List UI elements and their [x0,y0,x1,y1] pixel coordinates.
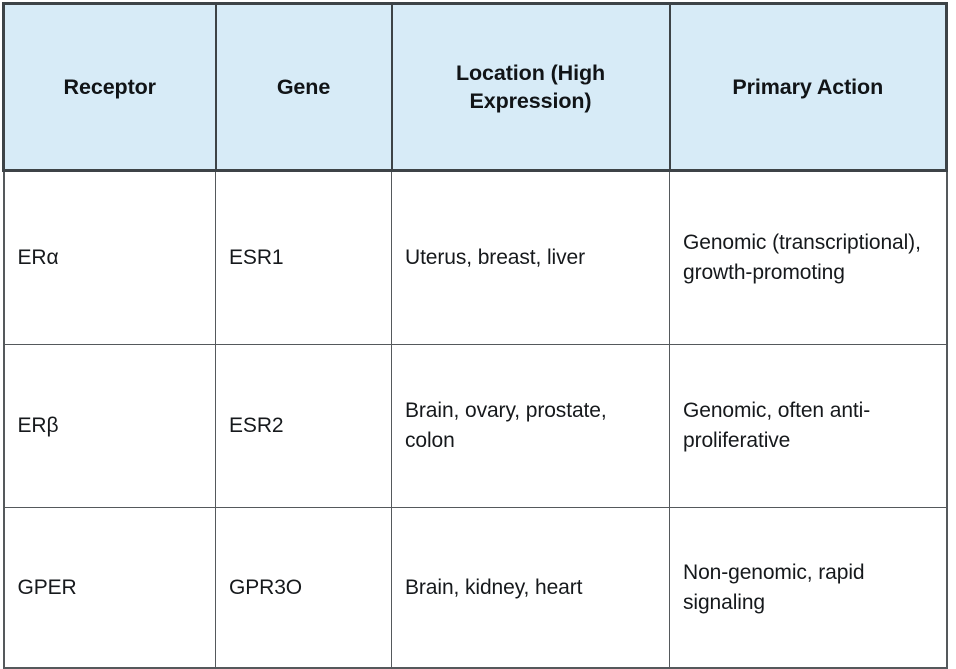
table-header: Receptor Gene Location (High Expression)… [2,2,948,172]
header-row: Receptor Gene Location (High Expression)… [2,2,948,172]
table-row: ERβ ESR2 Brain, ovary, prostate, colon G… [2,344,948,508]
cell-text-primary-action: Non-genomic, rapid signaling [683,560,865,614]
column-header-location: Location (High Expression) [390,2,671,172]
cell-gene: GPR3O [215,507,392,669]
cell-text-location: Brain, kidney, heart [405,575,583,599]
cell-primary-action: Genomic, often anti-proliferative [669,344,948,508]
cell-primary-action: Non-genomic, rapid signaling [669,507,948,669]
table-row: ERα ESR1 Uterus, breast, liver Genomic (… [2,170,948,345]
cell-gene: ESR1 [215,170,392,345]
cell-text-receptor: ERβ [17,414,59,438]
table-row: GPER GPR3O Brain, kidney, heart Non-geno… [2,507,948,669]
cell-text-location: Uterus, breast, liver [405,246,585,270]
column-header-gene: Gene [214,2,393,172]
cell-location: Brain, kidney, heart [391,507,670,669]
cell-text-gene: GPR3O [229,575,303,599]
cell-location: Uterus, breast, liver [391,170,670,345]
cell-location: Brain, ovary, prostate, colon [391,344,670,508]
cell-text-receptor: GPER [17,575,77,599]
cell-receptor: ERβ [2,344,216,508]
cell-receptor: ERα [2,170,216,345]
cell-text-gene: ESR1 [229,246,284,270]
column-header-receptor: Receptor [2,2,217,172]
column-header-primary-action: Primary Action [668,2,948,172]
cell-text-gene: ESR2 [229,414,284,438]
cell-text-primary-action: Genomic, often anti-proliferative [683,399,871,452]
cell-text-primary-action: Genomic (transcriptional), growth-promot… [683,231,921,284]
cell-gene: ESR2 [215,344,392,508]
cell-receptor: GPER [2,507,216,669]
table-body: ERα ESR1 Uterus, breast, liver Genomic (… [2,170,948,669]
cell-primary-action: Genomic (transcriptional), growth-promot… [669,170,948,345]
cell-text-location: Brain, ovary, prostate, colon [405,399,607,452]
cell-text-receptor: ERα [17,246,59,270]
